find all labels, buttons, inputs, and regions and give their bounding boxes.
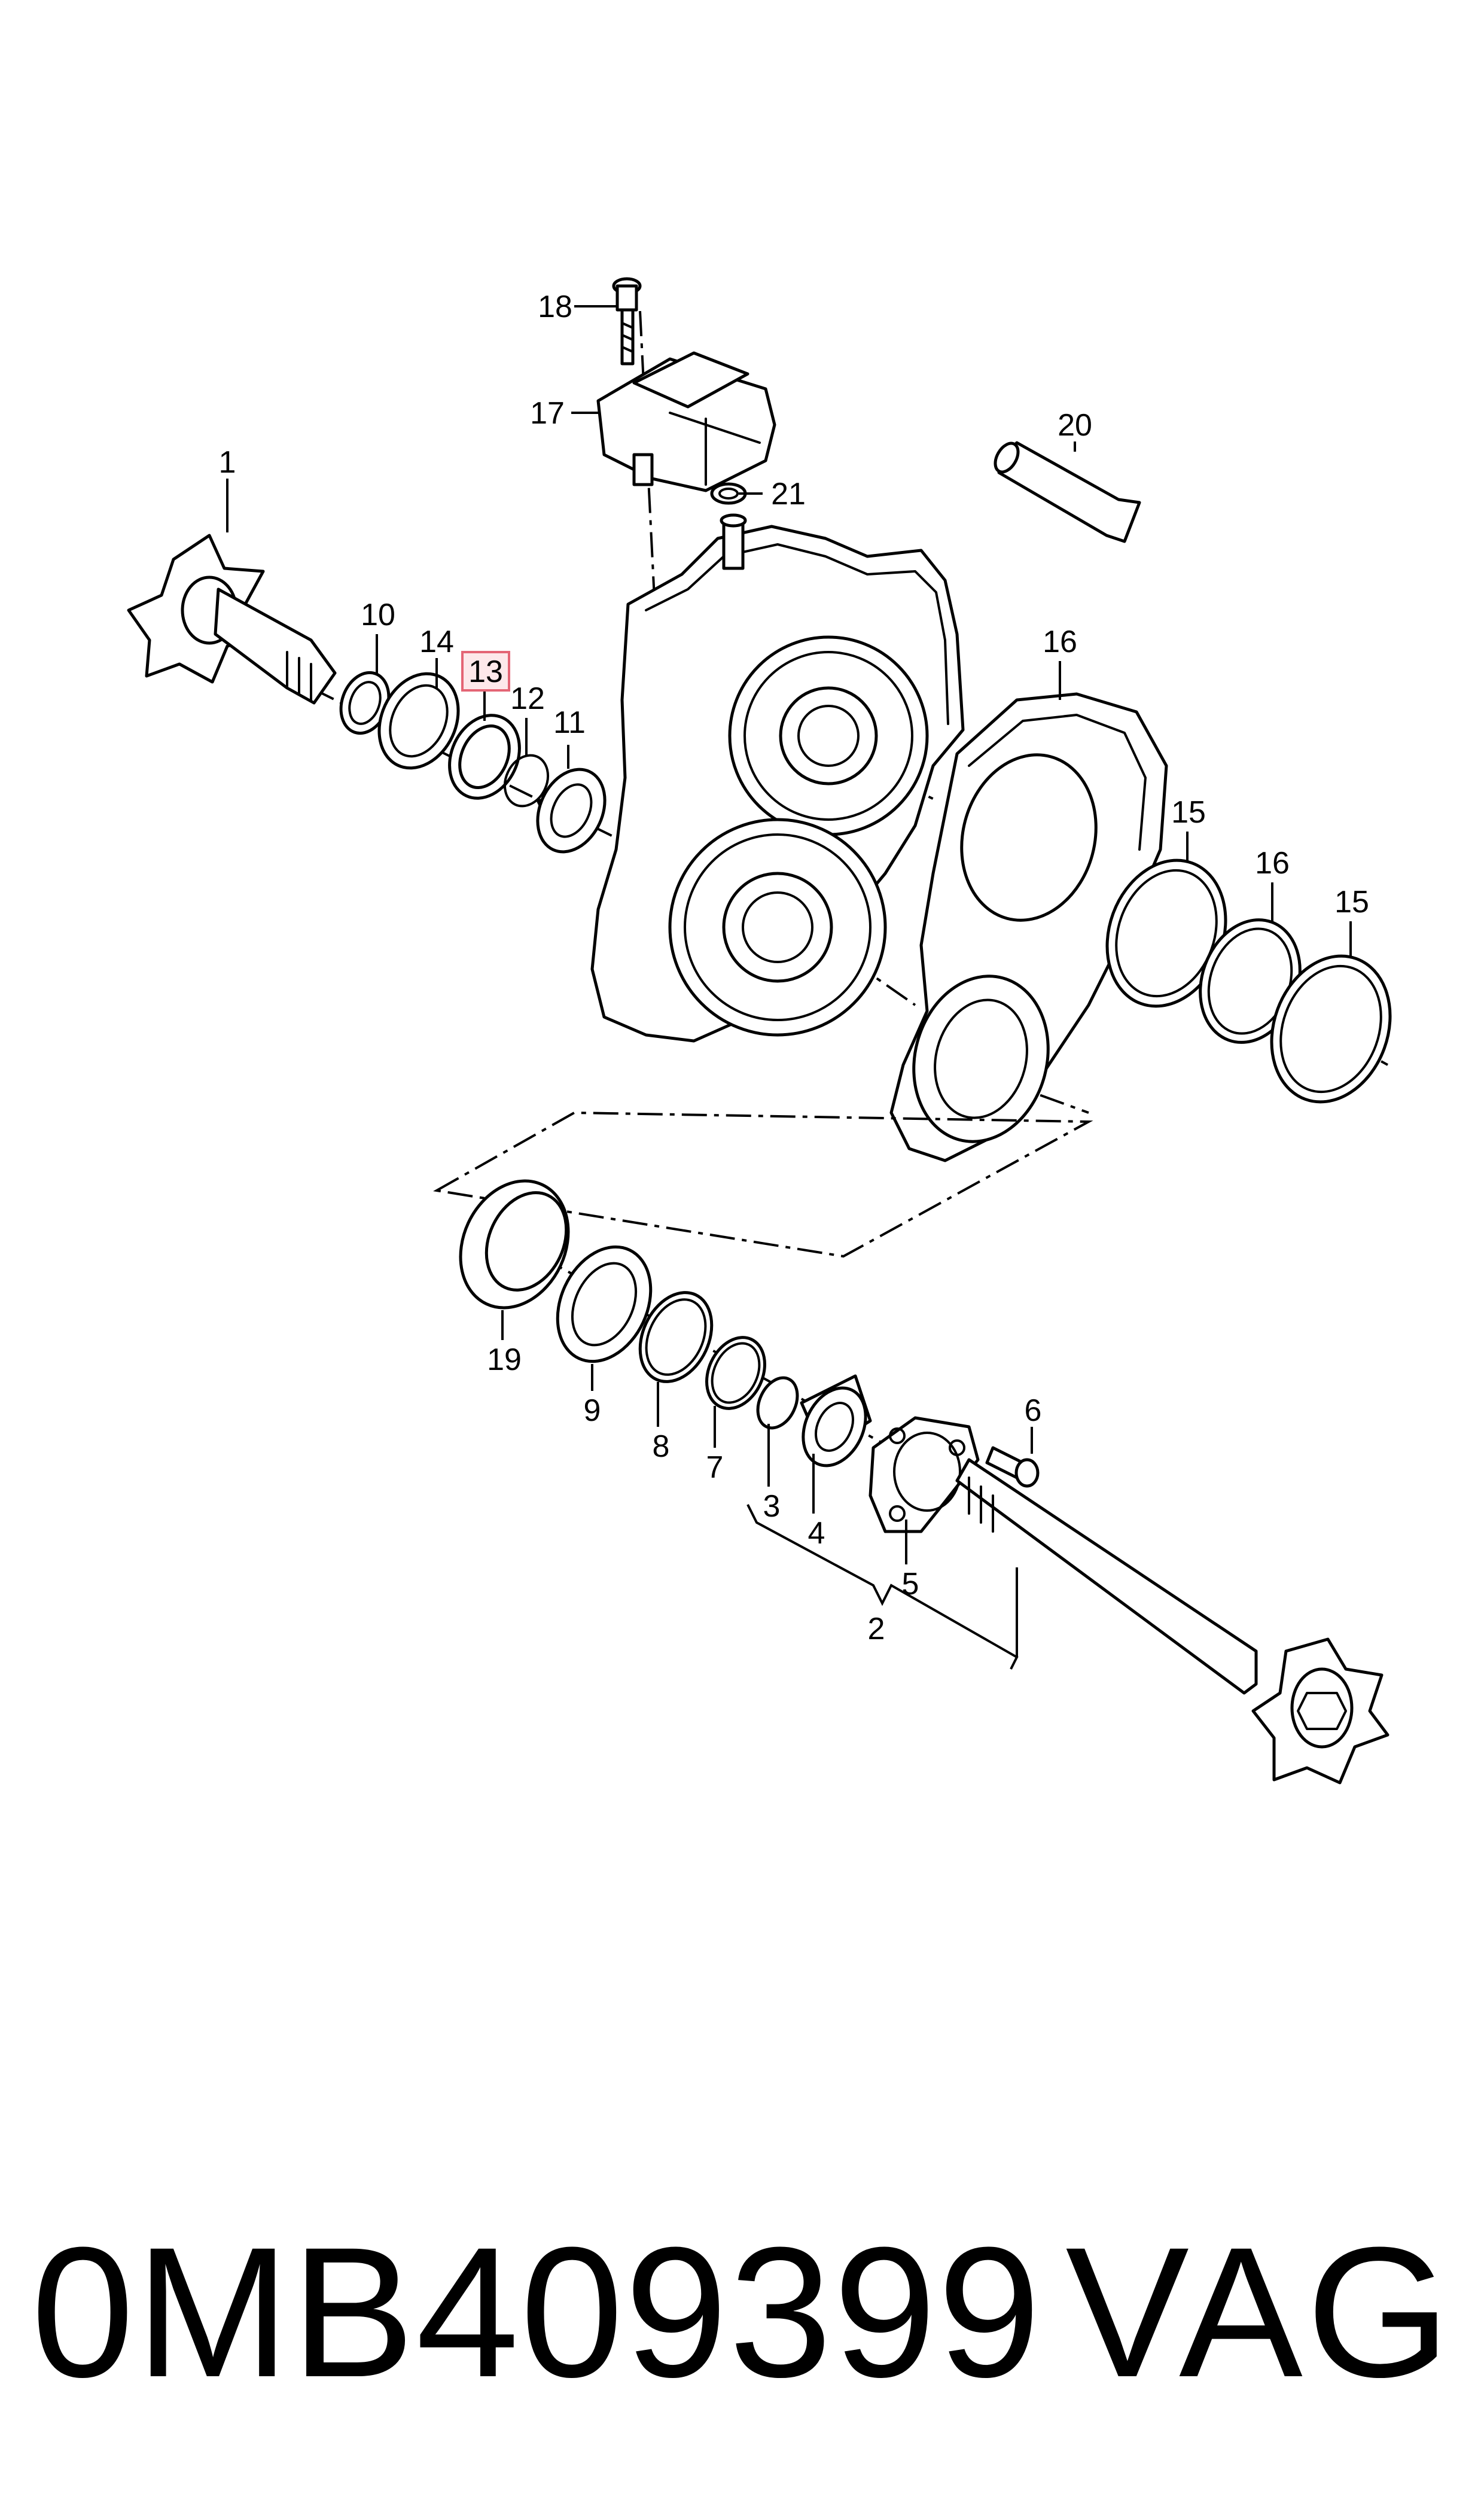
lower-rings	[459, 1179, 872, 1467]
callout-8: 8	[653, 1429, 670, 1464]
callout-10: 10	[361, 598, 395, 632]
callout-9: 9	[584, 1393, 601, 1428]
callout-15-left: 15	[1171, 795, 1206, 830]
callout-21: 20	[1058, 408, 1092, 443]
callout-20: 19	[487, 1342, 522, 1377]
cover-rings	[1105, 858, 1392, 1104]
callout-7: 7	[706, 1450, 724, 1485]
sealant-tube-21	[994, 441, 1141, 543]
callout-13: 13	[468, 654, 503, 689]
callout-labels: 1 10 14 13 12 11 18 17 21 20 16 15 16 15…	[219, 290, 1369, 1646]
bolt-19	[612, 277, 642, 366]
leader-lines	[226, 305, 1352, 1670]
left-shaft-rings	[339, 671, 607, 854]
bolt-6	[985, 1446, 1040, 1488]
callout-15-right: 15	[1334, 885, 1369, 919]
callout-2: 2	[868, 1612, 885, 1646]
callout-3: 3	[763, 1489, 781, 1524]
callout-19: 18	[538, 290, 572, 324]
footer: 0MB409399 VAG	[0, 2219, 1484, 2435]
callout-4: 4	[808, 1516, 825, 1551]
drive-shaft-right	[955, 1458, 1389, 1785]
callout-14: 14	[419, 625, 454, 659]
gearbox-housing	[590, 513, 965, 1043]
callout-16: 16	[1255, 846, 1290, 881]
callout-5: 5	[902, 1567, 919, 1601]
callout-11: 11	[553, 705, 586, 740]
callout-13-highlight	[461, 651, 510, 692]
callout-6: 6	[1025, 1393, 1042, 1428]
control-module-18	[596, 351, 776, 492]
callout-1: 1	[219, 445, 236, 480]
drive-flange-left	[127, 534, 337, 705]
callout-18: 17	[530, 396, 565, 431]
housing-cover-17	[889, 692, 1168, 1162]
brand-name: VAG	[1065, 2208, 1454, 2416]
callout-12: 12	[510, 681, 545, 716]
bearing-plate-5	[869, 1416, 980, 1533]
part-number: 0MB409399	[31, 2208, 1042, 2416]
callout-17: 16	[1043, 625, 1077, 659]
callout-22: 21	[771, 477, 806, 511]
